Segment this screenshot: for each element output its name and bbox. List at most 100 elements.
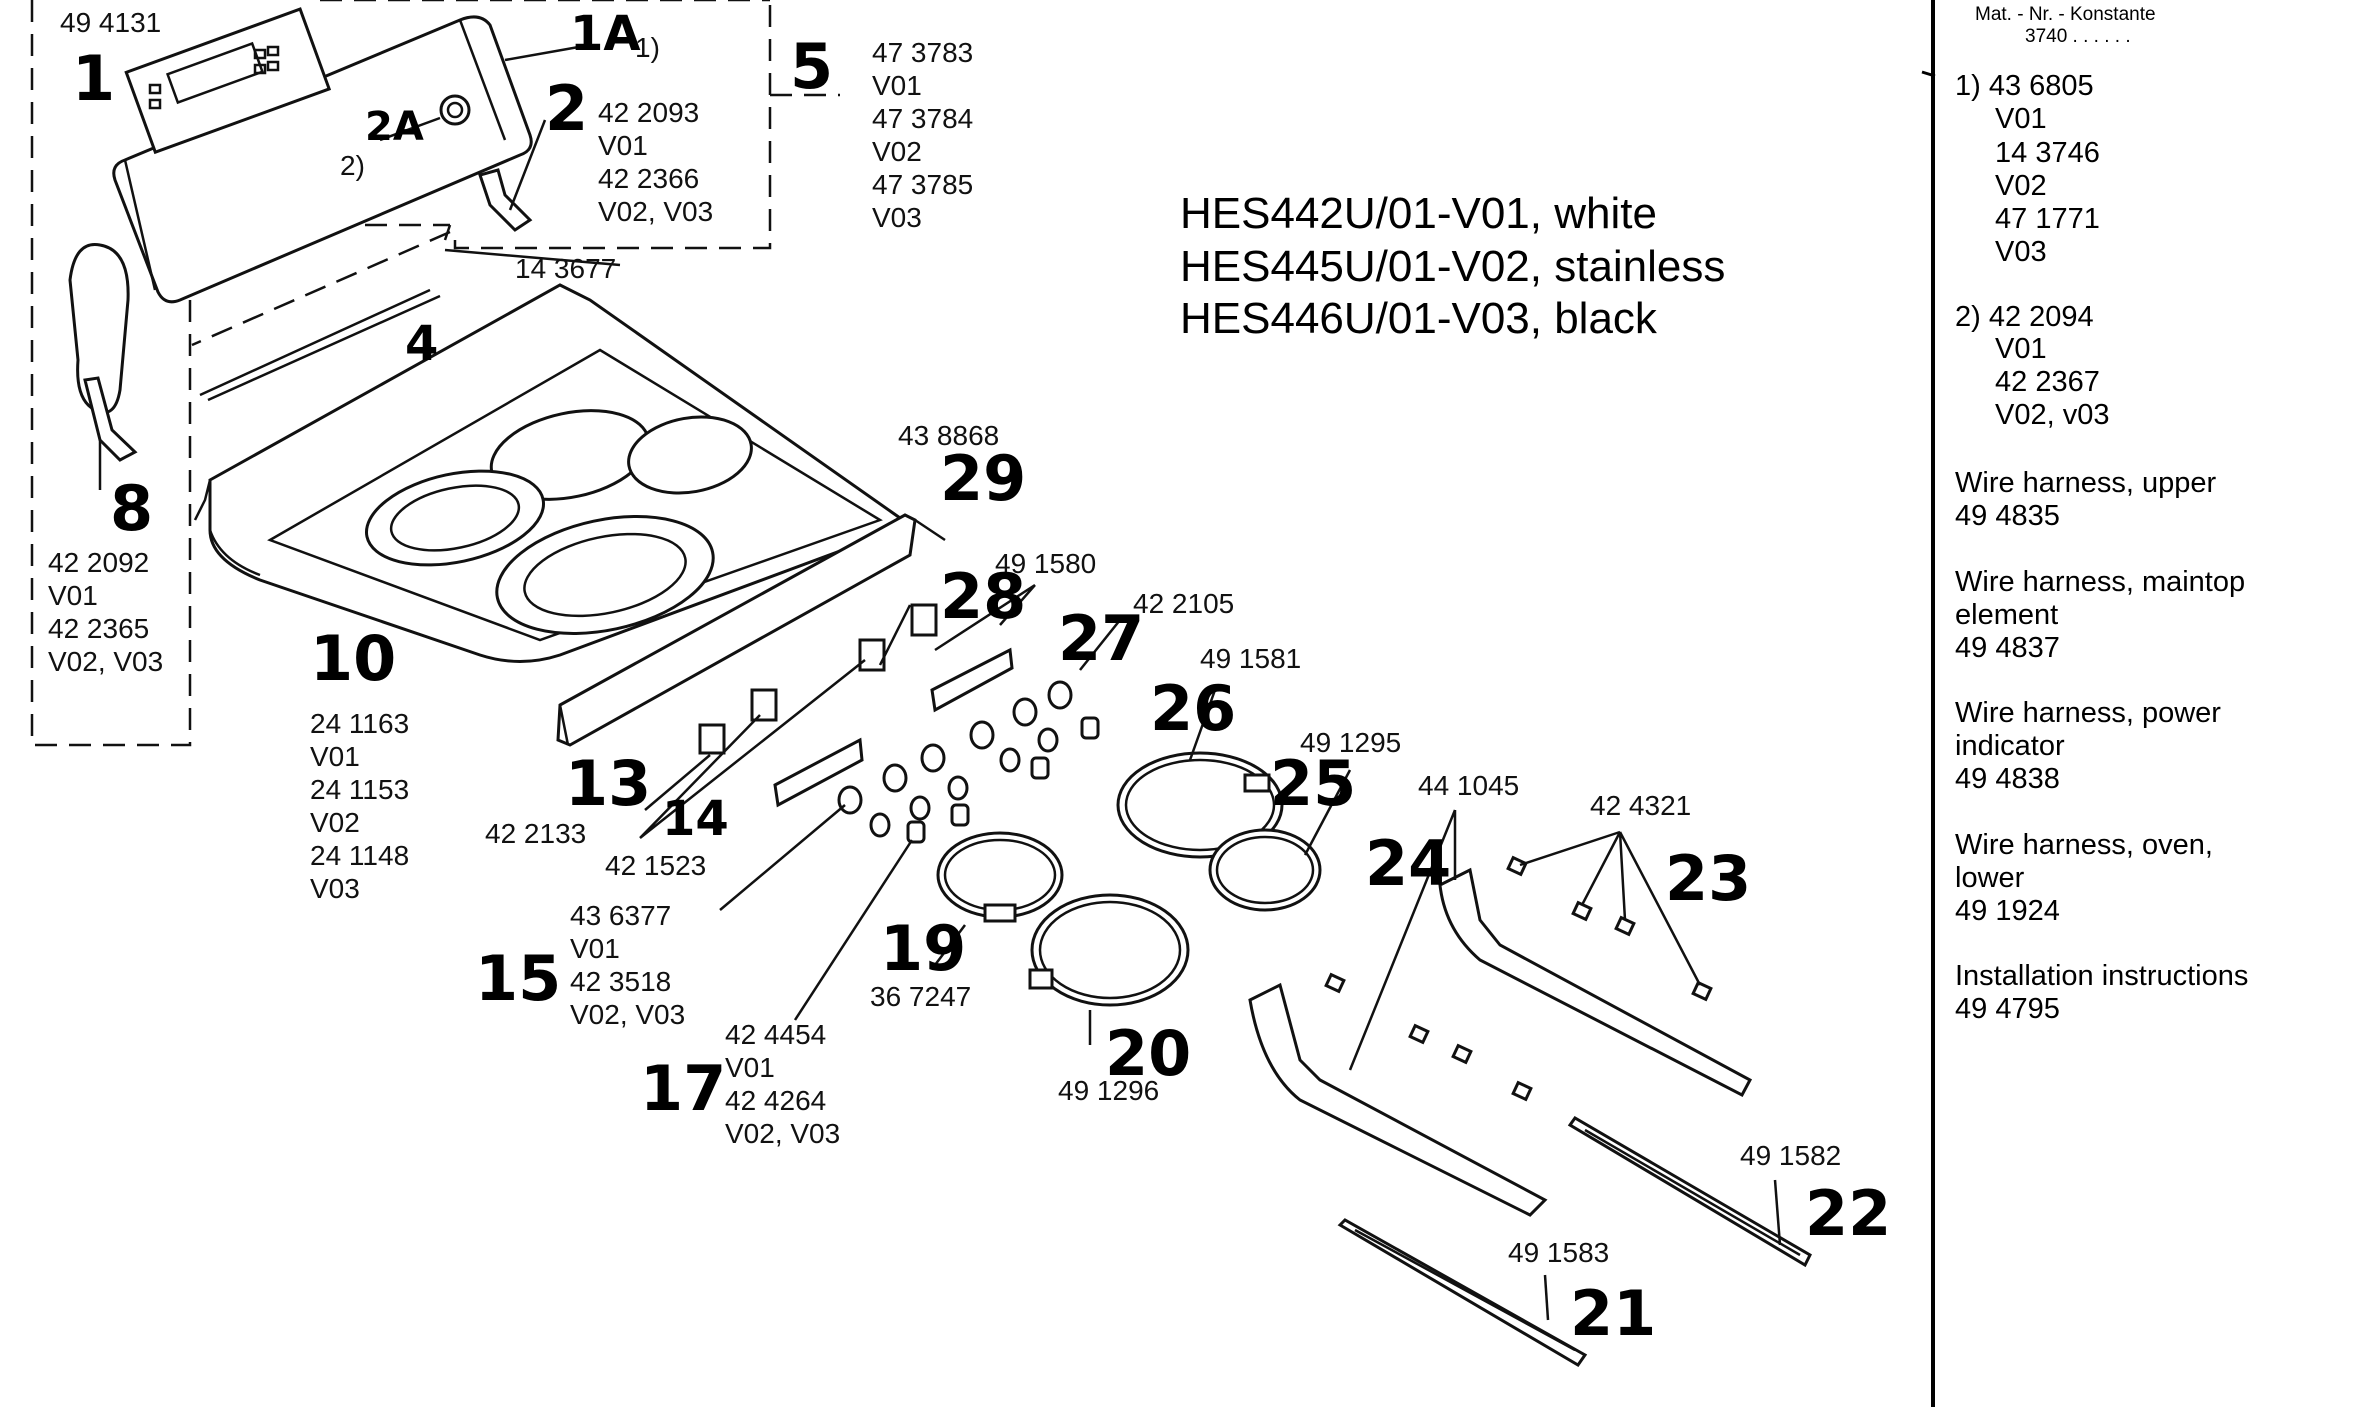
callout-28-ref: 28 <box>940 560 1026 633</box>
knob-brackets <box>773 647 1014 808</box>
sidebar-entry-line: 49 4795 <box>1955 993 2060 1025</box>
element-20 <box>1030 893 1190 1007</box>
callout-4-pn: 14 3677 <box>515 253 616 284</box>
model-title-line: HES445U/01-V02, stainless <box>1180 242 1725 291</box>
burner-left-back <box>364 469 546 567</box>
cooktop-glass <box>267 348 883 642</box>
callout-17-pn: V02, V03 <box>725 1118 840 1149</box>
end-cap-right <box>478 168 533 232</box>
note1-line: 1) 43 6805 <box>1955 70 2094 102</box>
callout-21-pn: 49 1583 <box>1508 1237 1609 1268</box>
switch-14b <box>858 638 886 672</box>
cooktop <box>193 283 914 663</box>
callout-29-pn: 43 8868 <box>898 420 999 451</box>
control-board-buttons <box>148 45 280 110</box>
note1-line: V03 <box>1995 236 2047 268</box>
callout-8-ref: 8 <box>110 472 153 545</box>
callout-26-pn: 49 1581 <box>1200 643 1301 674</box>
callout-22-pn: 49 1582 <box>1740 1140 1841 1171</box>
callout-25-ref: 25 <box>1270 747 1356 820</box>
callout-24-ref: 24 <box>1365 827 1451 900</box>
callout-15-ref: 15 <box>475 942 561 1015</box>
callout-10-pn: V01 <box>310 741 360 772</box>
sidebar-entry-line: 49 1924 <box>1955 895 2060 927</box>
callout-5-pn: V02 <box>872 136 922 167</box>
note1-line: V01 <box>1995 103 2047 135</box>
switch-13 <box>698 723 726 755</box>
sidebar-tick <box>1921 70 1936 78</box>
callout-20-pn: 49 1296 <box>1058 1075 1159 1106</box>
callout-14-pn: 42 1523 <box>605 850 706 881</box>
callout-5-pn: V01 <box>872 70 922 101</box>
callout-19-ref: 19 <box>880 912 966 985</box>
sidebar-entry-line: 49 4835 <box>1955 500 2060 532</box>
callout-8-pn: 42 2092 <box>48 547 149 578</box>
callout-2a-ref: 2A <box>365 104 424 150</box>
callout-17-pn: 42 4264 <box>725 1085 826 1116</box>
side-trims <box>1248 867 1753 1217</box>
clips <box>1324 855 1713 1102</box>
leader-lines <box>98 43 1782 1321</box>
sidebar-entry-line: Wire harness, power <box>1955 697 2221 729</box>
callout-2-pn: V02, V03 <box>598 196 713 227</box>
callout-26-ref: 26 <box>1150 672 1236 745</box>
callout-10-pn: 24 1148 <box>310 840 409 871</box>
callout-10-ref: 10 <box>310 622 396 695</box>
trim-24a <box>1248 982 1548 1217</box>
control-rail <box>556 513 938 755</box>
callout-28-pn: 49 1580 <box>995 548 1096 579</box>
callout-2a-note: 2) <box>340 150 365 181</box>
callouts: 49 4131 1 1A 1) 2A 2) 2 42 2093 V01 42 2… <box>48 6 1891 1350</box>
burner-right-back <box>627 415 753 495</box>
note1-line: 14 3746 <box>1995 137 2100 169</box>
burner-elements <box>936 751 1322 1007</box>
callout-4-ref: 4 <box>405 316 438 372</box>
indicator-knob <box>439 94 471 126</box>
callout-19-pn: 36 7247 <box>870 981 971 1012</box>
element-25 <box>1208 828 1322 912</box>
model-titles: HES442U/01-V01, white HES445U/01-V02, st… <box>1180 189 1725 343</box>
sidebar-entry-line: 49 4838 <box>1955 763 2060 795</box>
callout-24-pn: 44 1045 <box>1418 770 1519 801</box>
callout-13-ref: 13 <box>565 747 651 820</box>
callout-17-pn: 42 4454 <box>725 1019 826 1050</box>
callout-29-ref: 29 <box>940 442 1026 515</box>
backguard-assembly <box>112 7 533 304</box>
callout-21-ref: 21 <box>1570 1277 1656 1350</box>
element-26 <box>1116 751 1284 859</box>
callout-13-pn: 42 2133 <box>485 818 586 849</box>
callout-25-pn: 49 1295 <box>1300 727 1401 758</box>
note2-line: 42 2367 <box>1995 366 2100 398</box>
callout-5-pn: V03 <box>872 202 922 233</box>
callout-23-ref: 23 <box>1665 842 1751 915</box>
callout-15-pn: V02, V03 <box>570 999 685 1030</box>
callout-5-ref: 5 <box>790 30 833 103</box>
bottom-rails <box>1337 1116 1812 1367</box>
dashed-group-box-4 <box>191 230 451 347</box>
callout-5-pn: 47 3783 <box>872 37 973 68</box>
model-title-line: HES446U/01-V03, black <box>1180 294 1658 343</box>
callout-2-pn: 42 2366 <box>598 163 699 194</box>
callout-2-ref: 2 <box>545 72 588 145</box>
switch-14a <box>750 688 778 722</box>
note1-line: V02 <box>1995 170 2047 202</box>
callout-8-pn: 42 2365 <box>48 613 149 644</box>
callout-2-pn: V01 <box>598 130 648 161</box>
sidebar-entry-line: Wire harness, upper <box>1955 467 2216 499</box>
backguard-panel <box>112 15 533 304</box>
trim-24b <box>1438 867 1753 1098</box>
callout-1-pn: 49 4131 <box>60 7 161 38</box>
note1-line: 47 1771 <box>1995 203 2100 235</box>
callout-17-pn: V01 <box>725 1052 775 1083</box>
burner-front-large <box>495 515 715 635</box>
callout-10-pn: V03 <box>310 873 360 904</box>
note2-line: V01 <box>1995 333 2047 365</box>
sidebar-header-code: 3740 . . . . . . <box>2025 26 2131 47</box>
sidebar-header: Mat. - Nr. - Konstante <box>1975 4 2156 25</box>
sidebar: Mat. - Nr. - Konstante 3740 . . . . . . … <box>1955 4 2248 1025</box>
callout-10-pn: V02 <box>310 807 360 838</box>
knobs <box>837 680 1100 844</box>
callout-1a-ref: 1A <box>570 6 641 62</box>
note2-line: 2) 42 2094 <box>1955 301 2094 333</box>
